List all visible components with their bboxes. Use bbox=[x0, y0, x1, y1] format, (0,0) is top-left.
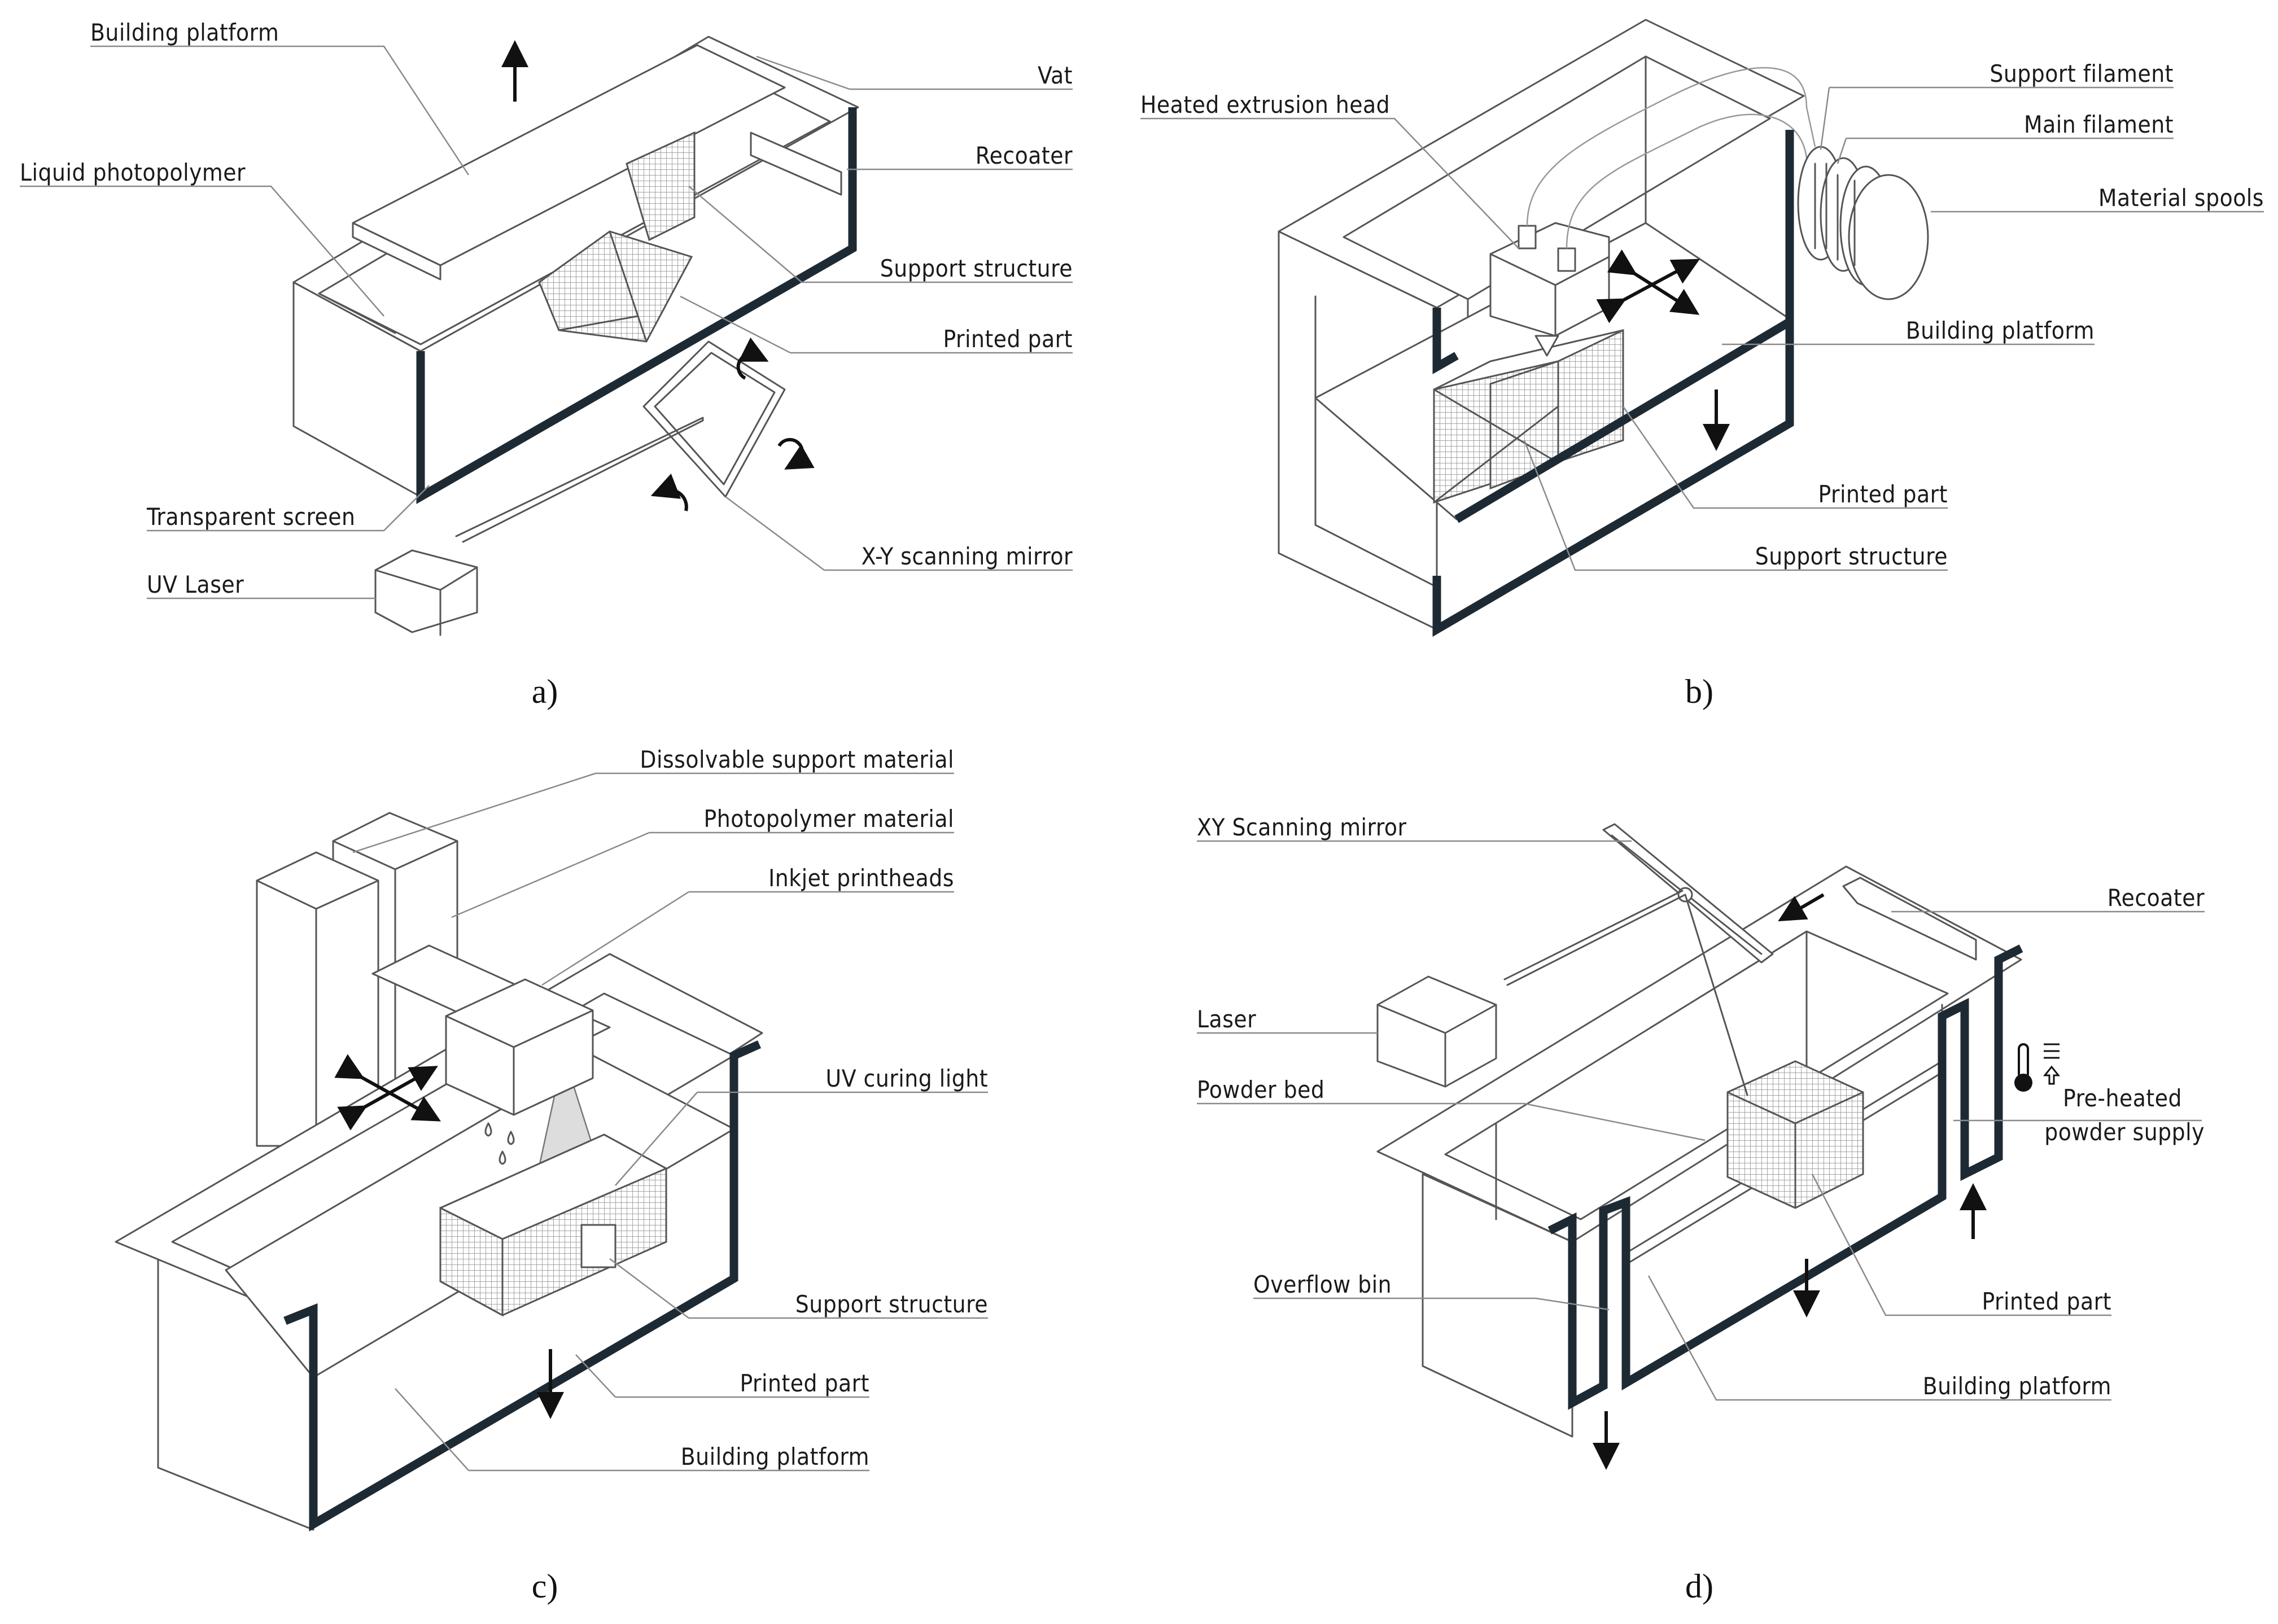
nozzle bbox=[1534, 335, 1559, 357]
laser-beam-d bbox=[1503, 890, 1748, 1096]
label-main-filament: Main filament bbox=[2024, 111, 2174, 138]
droplet-icon bbox=[499, 1150, 506, 1165]
label-liquid-photopolymer: Liquid photopolymer bbox=[20, 159, 246, 186]
leaders-d bbox=[1197, 840, 2205, 1401]
leaders-c bbox=[352, 772, 988, 1472]
xy-scanning-mirror-a bbox=[642, 340, 786, 498]
inkjet-printhead-edges bbox=[445, 1009, 594, 1116]
xy-scanning-mirror-d-inner bbox=[1611, 834, 1763, 955]
vat-front-frame bbox=[416, 107, 857, 504]
label-printed-part-a: Printed part bbox=[943, 325, 1073, 353]
leaders-b bbox=[1140, 86, 2264, 571]
inkjet-printhead bbox=[445, 978, 594, 1116]
motion-arrow-icon bbox=[1778, 893, 1825, 922]
printed-part-a bbox=[538, 230, 693, 343]
printer-front-frame bbox=[1432, 130, 1794, 637]
label-recoater-a: Recoater bbox=[976, 142, 1073, 169]
caption-a: a) bbox=[532, 673, 558, 710]
rotation-arrow-icon bbox=[650, 473, 688, 511]
label-building-platform-c: Building platform bbox=[681, 1443, 869, 1470]
label-photopolymer-material: Photopolymer material bbox=[703, 805, 954, 833]
label-uv-laser: UV Laser bbox=[147, 571, 244, 598]
droplet-icon bbox=[507, 1131, 515, 1145]
printed-part-b-top bbox=[1433, 329, 1624, 391]
label-support-structure-b: Support structure bbox=[1755, 542, 1948, 570]
motion-arrow-icon bbox=[1596, 259, 1700, 323]
motion-arrow-icon bbox=[337, 1066, 438, 1131]
printed-part-b-diag bbox=[1433, 388, 1559, 504]
powder-table-inner bbox=[1444, 930, 1949, 1220]
laser-beam-a bbox=[455, 417, 704, 543]
rotation-arrow-icon bbox=[736, 337, 769, 380]
label-xy-scanning-mirror-d: XY Scanning mirror bbox=[1197, 813, 1407, 841]
building-platform-a-edge bbox=[352, 222, 441, 281]
label-xy-scanning-mirror-a: X-Y scanning mirror bbox=[862, 542, 1073, 570]
thermometer-icon bbox=[2014, 1043, 2061, 1092]
panel-d: XY Scanning mirror Recoater Laser Powder… bbox=[1197, 813, 2205, 1605]
label-building-platform-d: Building platform bbox=[1923, 1372, 2111, 1400]
main-filament-tube bbox=[1566, 113, 1816, 249]
label-printed-part-d: Printed part bbox=[1982, 1288, 2111, 1315]
label-overflow-bin: Overflow bin bbox=[1253, 1271, 1392, 1298]
label-printed-part-c: Printed part bbox=[740, 1369, 869, 1397]
support-filament-tube bbox=[1526, 67, 1816, 226]
label-building-platform-a: Building platform bbox=[90, 19, 279, 46]
label-support-filament: Support filament bbox=[1990, 60, 2174, 87]
laser-box-d-edges bbox=[1376, 1004, 1497, 1088]
label-preheated-powder-supply-1: Pre-heated bbox=[2063, 1084, 2182, 1112]
label-recoater-d: Recoater bbox=[2108, 884, 2205, 912]
material-spool-face bbox=[1848, 174, 1929, 300]
uv-laser-box-edges bbox=[374, 566, 478, 636]
leaders-a bbox=[20, 45, 1073, 599]
caption-b: b) bbox=[1685, 673, 1713, 710]
label-inkjet-printheads: Inkjet printheads bbox=[768, 864, 954, 892]
laser-box-d bbox=[1376, 975, 1497, 1088]
label-transparent-screen: Transparent screen bbox=[146, 503, 356, 531]
recoater-d bbox=[1842, 877, 1977, 961]
spool-windings bbox=[1814, 163, 1856, 266]
uv-laser-box bbox=[374, 549, 478, 633]
label-heated-extrusion-head: Heated extrusion head bbox=[1140, 91, 1390, 119]
printed-part-c-front bbox=[439, 1206, 504, 1317]
label-building-platform-b: Building platform bbox=[1906, 317, 2095, 344]
label-preheated-powder-supply-2: powder supply bbox=[2044, 1118, 2205, 1146]
label-support-structure-c: Support structure bbox=[795, 1290, 988, 1318]
label-material-spools: Material spools bbox=[2098, 184, 2264, 212]
printed-part-c-notch bbox=[580, 1224, 616, 1268]
label-vat: Vat bbox=[1038, 62, 1073, 89]
panel-c: Dissolvable support material Photopolyme… bbox=[115, 746, 988, 1605]
caption-c: c) bbox=[532, 1568, 558, 1605]
printed-part-a-edge bbox=[558, 230, 648, 343]
rotation-arrow-icon bbox=[777, 437, 815, 470]
caption-d: d) bbox=[1685, 1568, 1713, 1605]
label-dissolvable-support-material: Dissolvable support material bbox=[640, 746, 954, 773]
label-powder-bed: Powder bed bbox=[1197, 1076, 1324, 1104]
support-material-tower-edge bbox=[256, 879, 379, 1147]
label-uv-curing-light: UV curing light bbox=[826, 1065, 988, 1092]
panel-b: Support filament Main filament Heated ex… bbox=[1140, 19, 2264, 710]
label-laser: Laser bbox=[1197, 1005, 1256, 1033]
extrusion-head-edges bbox=[1489, 253, 1610, 337]
label-support-structure-a: Support structure bbox=[880, 255, 1073, 282]
recoater-blade bbox=[750, 132, 842, 196]
filament-inlet-1 bbox=[1518, 225, 1537, 249]
printer-inner-back bbox=[1343, 55, 1771, 300]
droplet-icon bbox=[484, 1122, 492, 1137]
printed-part-d-edges bbox=[1726, 1091, 1864, 1209]
label-printed-part-b: Printed part bbox=[1818, 480, 1948, 508]
support-structure-a bbox=[626, 131, 696, 242]
panel-a: Building platform Vat Recoater Liquid ph… bbox=[20, 19, 1073, 710]
powder-front-frame bbox=[1547, 944, 2023, 1410]
table-front-frame bbox=[283, 1040, 762, 1532]
xy-scanning-mirror-a-inner bbox=[654, 352, 776, 485]
filament-inlet-2 bbox=[1557, 247, 1576, 272]
